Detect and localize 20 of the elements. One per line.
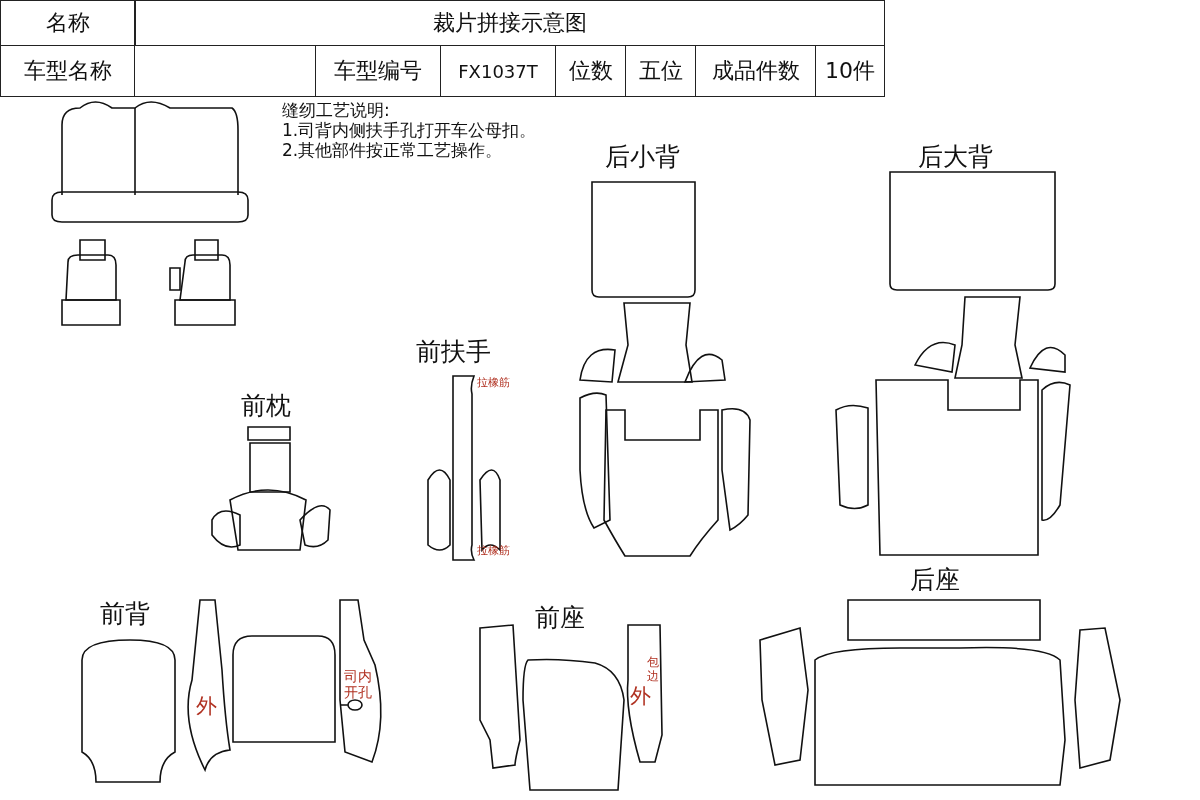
part-title: 后座 — [910, 566, 960, 595]
part-title: 前背 — [100, 600, 150, 629]
note-text: 拉橡筋 — [477, 545, 510, 558]
part-title: 后大背 — [918, 143, 993, 172]
note-text: 2.其他部件按正常工艺操作。 — [282, 141, 503, 161]
note-text: 包边 — [647, 656, 660, 684]
note-text: 外 — [630, 684, 651, 709]
note-text: 司内开孔 — [344, 668, 373, 701]
note-heading: 缝纫工艺说明: — [282, 101, 390, 121]
table-cell: 车型名称 — [0, 45, 135, 97]
table-cell: 名称 — [0, 0, 135, 46]
table-cell: 10件 — [815, 45, 885, 97]
part-title: 前枕 — [241, 392, 291, 421]
part-title: 前扶手 — [416, 338, 491, 367]
table-cell: 裁片拼接示意图 — [135, 0, 885, 46]
note-text: 拉橡筋 — [477, 377, 510, 390]
note-text: 外 — [196, 694, 217, 719]
part-title: 后小背 — [605, 143, 680, 172]
part-title: 前座 — [535, 604, 585, 633]
note-text: 1.司背内侧扶手孔打开车公母扣。 — [282, 121, 537, 141]
